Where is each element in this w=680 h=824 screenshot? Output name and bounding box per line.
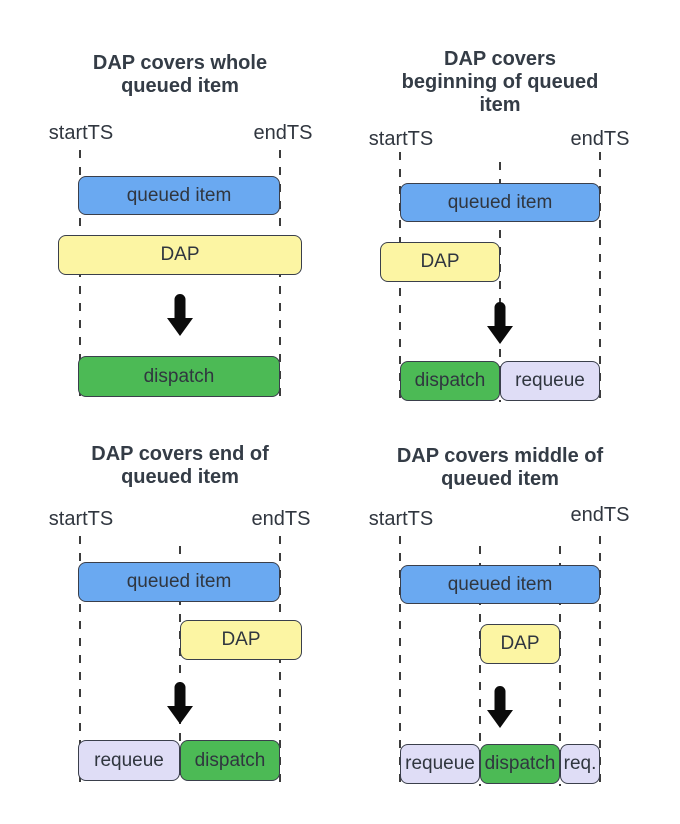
dispatch-bar: dispatch <box>180 740 280 781</box>
timeline-mid-line <box>499 162 501 402</box>
panel-title-line: item <box>479 94 521 116</box>
endts-label: endTS <box>253 122 313 144</box>
panel-title-line: DAP covers middle of <box>396 445 604 467</box>
down-arrow-icon <box>166 292 194 338</box>
panel-title-line: queued item <box>441 468 559 490</box>
dap-bar: DAP <box>380 242 500 282</box>
requeue-short-bar: req. <box>560 744 600 784</box>
panel-dap-covers-beginning: DAP covers beginning of queued item star… <box>340 0 680 412</box>
dap-label: DAP <box>500 633 540 654</box>
dispatch-label: dispatch <box>194 749 266 771</box>
panel-title: DAP covers beginning of queued item <box>350 48 650 117</box>
startts-label: startTS <box>48 508 114 530</box>
requeue-label: requeue <box>515 370 585 391</box>
requeue-label: requeue <box>405 753 475 774</box>
timeline-mid-line <box>179 546 181 784</box>
panel-dap-covers-whole: DAP covers whole queued item startTS end… <box>0 0 340 412</box>
panel-title: DAP covers whole queued item <box>30 52 330 98</box>
down-arrow-icon <box>486 300 514 346</box>
dap-bar: DAP <box>180 620 302 660</box>
dispatch-label: dispatch <box>143 365 215 387</box>
timeline-mid-right-line <box>559 546 561 786</box>
queued-item-bar: queued item <box>78 176 280 215</box>
panel-dap-covers-middle: DAP covers middle of queued item startTS… <box>340 412 680 824</box>
dispatch-label: dispatch <box>484 753 556 774</box>
requeue-bar: requeue <box>400 744 480 784</box>
requeue-short-label: req. <box>563 753 597 774</box>
dap-bar: DAP <box>58 235 302 275</box>
startts-label: startTS <box>368 508 434 530</box>
panel-title-line: beginning of queued <box>401 71 599 93</box>
queued-item-label: queued item <box>126 571 232 592</box>
dap-label: DAP <box>160 244 200 265</box>
dispatch-bar: dispatch <box>78 356 280 397</box>
timeline-end-line <box>599 152 601 402</box>
down-arrow-icon <box>166 680 194 726</box>
panel-dap-covers-end: DAP covers end of queued item startTS en… <box>0 412 340 824</box>
startts-label: startTS <box>48 122 114 144</box>
requeue-bar: requeue <box>500 361 600 401</box>
queued-item-bar: queued item <box>400 183 600 222</box>
down-arrow-icon <box>486 684 514 730</box>
requeue-label: requeue <box>94 749 164 771</box>
dispatch-bar: dispatch <box>400 361 500 401</box>
queued-item-label: queued item <box>447 191 553 213</box>
panel-title-line: DAP covers end of <box>91 443 269 465</box>
panel-title-line: queued item <box>121 75 239 97</box>
dispatch-label: dispatch <box>414 370 486 391</box>
timeline-end-line <box>599 536 601 786</box>
queued-item-bar: queued item <box>78 562 280 602</box>
queued-item-label: queued item <box>447 573 553 595</box>
requeue-bar: requeue <box>78 740 180 781</box>
startts-label: startTS <box>368 128 434 150</box>
endts-label: endTS <box>570 128 630 150</box>
dap-label: DAP <box>420 251 460 272</box>
panel-title: DAP covers middle of queued item <box>350 445 650 491</box>
dispatch-bar: dispatch <box>480 744 560 784</box>
panel-title-line: DAP covers whole <box>92 52 268 74</box>
endts-label: endTS <box>251 508 311 530</box>
queued-item-bar: queued item <box>400 565 600 604</box>
dap-bar: DAP <box>480 624 560 664</box>
panel-title-line: queued item <box>121 466 239 488</box>
timeline-start-line <box>399 536 401 786</box>
timeline-mid-left-line <box>479 546 481 786</box>
timeline-end-line <box>279 536 281 784</box>
panel-title: DAP covers end of queued item <box>30 443 330 489</box>
endts-label: endTS <box>570 504 630 526</box>
queued-item-label: queued item <box>126 184 232 206</box>
timeline-start-line <box>79 536 81 784</box>
dap-label: DAP <box>221 629 261 650</box>
panel-title-line: DAP covers <box>444 48 556 70</box>
